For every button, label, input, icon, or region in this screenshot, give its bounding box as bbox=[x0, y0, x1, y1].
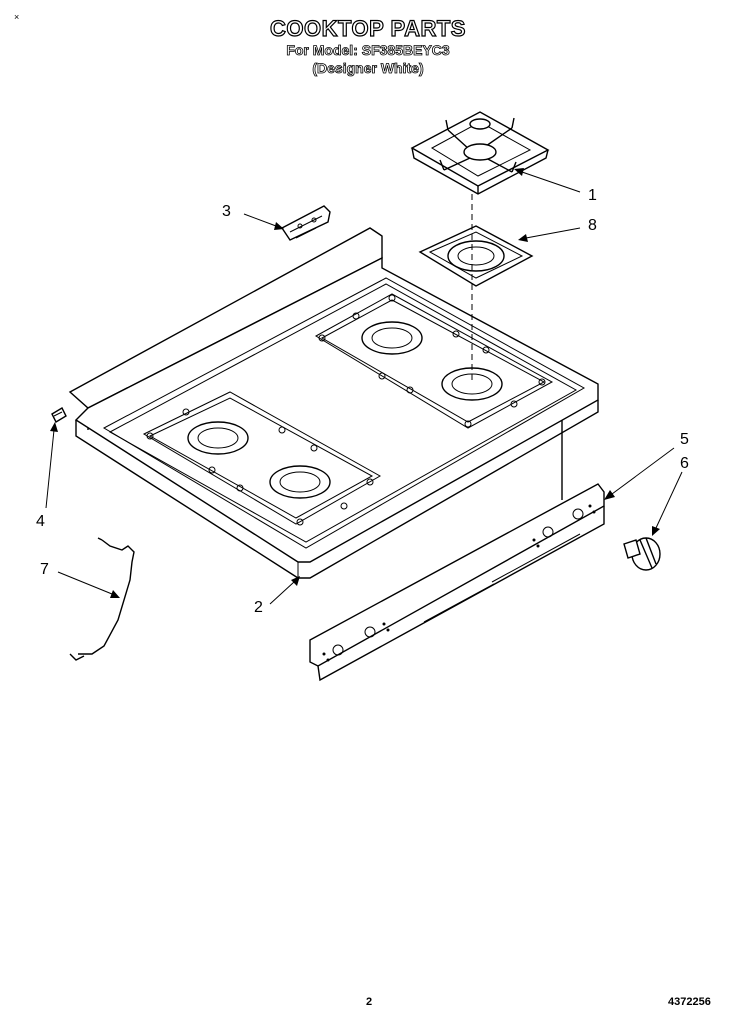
inner-recess-2 bbox=[108, 283, 578, 543]
document-number: 4372256 bbox=[668, 996, 711, 1008]
variant-line: (Designer White) bbox=[312, 60, 424, 77]
callout-1: 1 bbox=[588, 187, 597, 204]
callout-5: 5 bbox=[680, 431, 689, 448]
corner-mark: × bbox=[14, 12, 20, 22]
burner-right-rear bbox=[361, 321, 423, 355]
burner-bracket bbox=[280, 205, 331, 241]
backsplash bbox=[68, 227, 383, 409]
front-lip bbox=[75, 400, 599, 579]
panel-clip bbox=[51, 407, 67, 423]
leader-lines bbox=[45, 168, 683, 605]
control-panel bbox=[309, 420, 605, 682]
igniter-wire bbox=[69, 537, 135, 661]
callout-6: 6 bbox=[680, 455, 689, 472]
callout-3: 3 bbox=[222, 203, 231, 220]
callout-4: 4 bbox=[36, 513, 45, 530]
burner-left-front bbox=[269, 465, 331, 499]
control-knob bbox=[623, 537, 661, 571]
burner-left-rear bbox=[187, 421, 249, 455]
inner-recess bbox=[102, 277, 586, 549]
burner-base bbox=[418, 225, 534, 287]
callout-2: 2 bbox=[254, 599, 263, 616]
callout-8: 8 bbox=[588, 217, 597, 234]
right-burner-pan bbox=[315, 293, 554, 429]
model-line: For Model: SF385BEYC3 bbox=[286, 42, 450, 59]
left-burner-pan bbox=[142, 391, 382, 526]
burner-grate bbox=[410, 111, 550, 195]
page-number: 2 bbox=[366, 996, 373, 1008]
callout-7: 7 bbox=[40, 561, 49, 578]
cooktop-body bbox=[68, 227, 599, 579]
page-title: COOKTOP PARTS bbox=[269, 15, 466, 41]
